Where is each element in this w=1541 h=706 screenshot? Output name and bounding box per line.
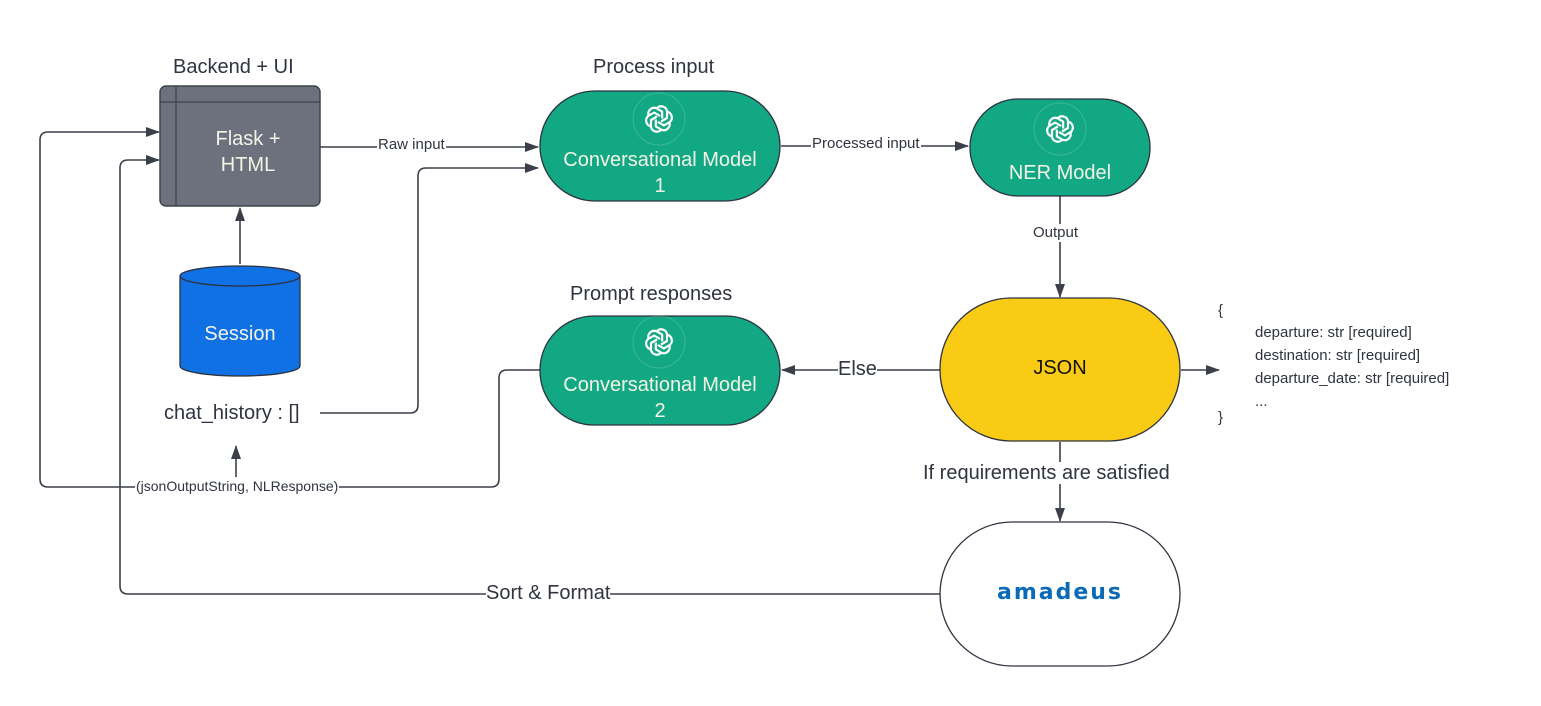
session-label: Session bbox=[204, 323, 276, 345]
session-node[interactable] bbox=[179, 265, 301, 377]
backend-node[interactable] bbox=[159, 85, 321, 207]
schema-field: departure_date: str [required] bbox=[1255, 370, 1450, 387]
edge-label-else: Else bbox=[838, 358, 877, 380]
model2-title: Prompt responses bbox=[570, 283, 733, 305]
model1-node[interactable] bbox=[539, 90, 781, 202]
json-label: JSON bbox=[1033, 357, 1087, 379]
backend-label: Flask + HTML bbox=[176, 126, 320, 178]
ner-label: NER Model bbox=[1008, 162, 1112, 184]
json-node[interactable] bbox=[939, 297, 1181, 442]
schema-field: departure: str [required] bbox=[1255, 324, 1412, 341]
model1-label: Conversational Model 1 bbox=[540, 147, 780, 199]
edge-label-if-satisfied: If requirements are satisfied bbox=[923, 462, 1170, 484]
model1-title: Process input bbox=[593, 56, 715, 78]
schema-close-brace: } bbox=[1218, 409, 1224, 426]
model2-label-line1: Conversational Model bbox=[563, 374, 757, 396]
ner-node[interactable] bbox=[969, 98, 1151, 197]
edge-label-raw-input: Raw input bbox=[377, 136, 446, 154]
amadeus-logo: amadeus bbox=[996, 580, 1124, 605]
backend-title: Backend + UI bbox=[173, 56, 294, 78]
edge-chat-history-to-model1 bbox=[320, 163, 539, 414]
backend-label-line2: HTML bbox=[220, 154, 276, 176]
schema-fields: departure: str [required] destination: s… bbox=[1255, 321, 1449, 413]
model2-label-line2: 2 bbox=[654, 400, 666, 422]
model1-label-line1: Conversational Model bbox=[563, 149, 757, 171]
edge-sort-format bbox=[119, 155, 940, 595]
edge-label-processed-input: Processed input bbox=[811, 135, 921, 153]
schema-field: ... bbox=[1255, 393, 1268, 410]
model2-node[interactable] bbox=[539, 314, 781, 426]
edge-label-output: Output bbox=[1032, 224, 1080, 242]
backend-label-line1: Flask + bbox=[215, 128, 281, 150]
model2-label: Conversational Model 2 bbox=[540, 372, 780, 424]
model1-label-line2: 1 bbox=[654, 175, 666, 197]
amadeus-node[interactable] bbox=[939, 521, 1181, 667]
edge-label-response-tuple: (jsonOutputString, NLResponse) bbox=[135, 477, 340, 495]
edge-label-sort-format: Sort & Format bbox=[486, 582, 611, 604]
schema-open-brace: { bbox=[1218, 302, 1224, 319]
schema-field: destination: str [required] bbox=[1255, 347, 1421, 364]
chat-history-label: chat_history : [] bbox=[164, 402, 302, 425]
